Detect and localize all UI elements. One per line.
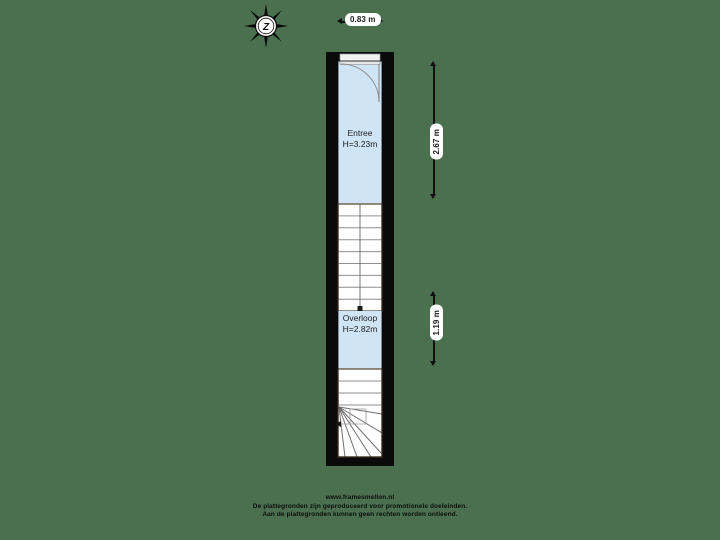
dimension-arrow-up-entree — [430, 61, 436, 66]
dimension-top-width: 0.83 m — [345, 13, 381, 26]
staircase-lower — [335, 368, 383, 458]
room-height-overloop: H=2.82m — [342, 324, 378, 334]
room-label-overloop: Overloop H=2.82m — [329, 313, 391, 335]
footer-line-2: De plattegronden zijn geproduceerd voor … — [252, 502, 468, 510]
room-name-overloop: Overloop — [342, 313, 378, 323]
dimension-entree-depth: 2.67 m — [430, 124, 443, 160]
dimension-arrow-down-overloop — [430, 361, 436, 366]
staircase-upper — [337, 203, 383, 312]
dimension-arrow-down-entree — [430, 194, 436, 199]
compass-rose-icon: Z — [243, 3, 289, 49]
dimension-overloop-depth: 1.19 m — [430, 305, 443, 341]
footer-url[interactable]: www.framesmellon.nl — [325, 494, 395, 501]
room-label-entree: Entree H=3.23m — [329, 128, 391, 150]
compass-label: Z — [262, 22, 270, 33]
dimension-arrow-up-overloop — [430, 291, 436, 296]
room-name-entree: Entree — [347, 128, 373, 138]
footer-disclaimer: www.framesmellon.nl De plattegronden zij… — [0, 494, 720, 520]
dimension-arrow-left — [337, 18, 342, 24]
room-height-entree: H=3.23m — [342, 139, 378, 149]
footer-line-3: Aan de plattegronden kunnen geen rechten… — [262, 511, 458, 519]
floorplan-drawing — [326, 52, 394, 466]
